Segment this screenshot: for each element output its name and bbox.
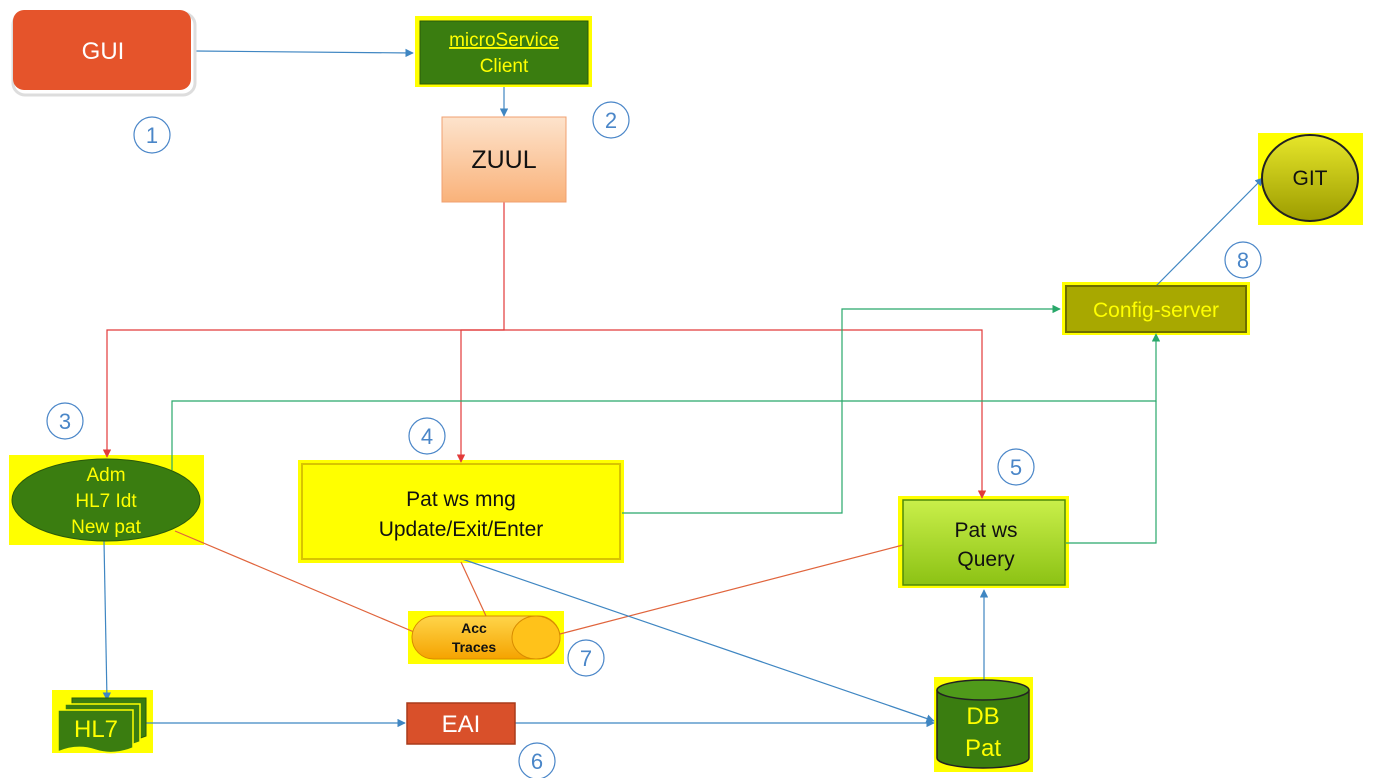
step-marker-5: 5	[997, 448, 1035, 486]
eai-label: EAI	[442, 711, 481, 738]
step-marker-2: 2	[592, 101, 630, 139]
step-marker-3: 3	[46, 402, 84, 440]
step-marker-1: 1	[133, 116, 171, 154]
acc-traces-label-1: Acc	[461, 620, 487, 636]
acc-traces-node: Acc Traces	[411, 615, 561, 660]
arrow-patmng-to-config	[622, 304, 1061, 514]
arrow-zuul-to-adm	[102, 202, 505, 458]
svg-text:4: 4	[421, 424, 433, 449]
zuul-node: ZUUL	[441, 116, 567, 203]
arrow-adm-to-config	[171, 333, 1161, 470]
zuul-label: ZUUL	[471, 146, 536, 174]
line-adm-to-acc	[174, 530, 415, 633]
step-marker-4: 4	[408, 417, 446, 455]
pat-mng-node: Pat ws mng Update/Exit/Enter	[301, 463, 621, 560]
line-patmng-to-acc	[460, 561, 487, 617]
highlights	[9, 16, 1363, 772]
db-pat-label-2: Pat	[965, 735, 1001, 762]
config-server-node: Config-server	[1065, 285, 1247, 333]
pat-mng-label-2: Update/Exit/Enter	[379, 518, 544, 541]
arrow-zuul-to-patmng	[456, 329, 504, 463]
arrow-zuul-to-patquery	[504, 329, 987, 499]
client-label-1: microService	[449, 30, 559, 51]
hl7-node: HL7	[57, 697, 147, 754]
line-patquery-to-acc	[559, 544, 904, 635]
config-server-label: Config-server	[1093, 299, 1219, 322]
step-markers: 1 2 3 4 5 6 7 8	[46, 101, 1262, 778]
git-node: GIT	[1261, 134, 1359, 222]
arrow-gui-to-client	[194, 48, 414, 58]
eai-node: EAI	[406, 702, 516, 745]
arrow-adm-to-hl7	[102, 540, 112, 701]
connectors	[102, 48, 1264, 728]
client-label-2: Client	[480, 56, 529, 77]
step-marker-8: 8	[1224, 241, 1262, 279]
pat-query-label-1: Pat ws	[954, 519, 1017, 542]
svg-text:5: 5	[1010, 455, 1022, 480]
svg-text:1: 1	[146, 123, 158, 148]
arrow-patmng-to-db	[461, 558, 935, 723]
adm-label-2: HL7 Idt	[75, 491, 137, 512]
pat-query-label-2: Query	[957, 548, 1015, 571]
db-pat-node: DB Pat	[936, 679, 1030, 769]
gui-label: GUI	[82, 38, 125, 65]
pat-query-node: Pat ws Query	[902, 499, 1066, 586]
svg-text:7: 7	[580, 646, 592, 671]
adm-label-1: Adm	[86, 465, 125, 486]
adm-label-3: New pat	[71, 517, 141, 538]
pat-mng-label-1: Pat ws mng	[406, 488, 516, 511]
adm-node: Adm HL7 Idt New pat	[11, 458, 201, 542]
step-marker-6: 6	[518, 742, 556, 778]
svg-text:3: 3	[59, 409, 71, 434]
hl7-label: HL7	[74, 716, 118, 743]
svg-text:6: 6	[531, 749, 543, 774]
gui-node: GUI	[11, 10, 197, 97]
step-marker-7: 7	[567, 639, 605, 677]
svg-text:2: 2	[605, 108, 617, 133]
client-node: microService Client	[419, 20, 589, 85]
db-pat-label-1: DB	[966, 703, 999, 730]
line-patquery-to-config	[1066, 401, 1157, 544]
svg-text:8: 8	[1237, 248, 1249, 273]
git-label: GIT	[1293, 167, 1328, 190]
acc-traces-label-2: Traces	[452, 639, 497, 655]
arrow-config-to-git	[1155, 177, 1264, 287]
